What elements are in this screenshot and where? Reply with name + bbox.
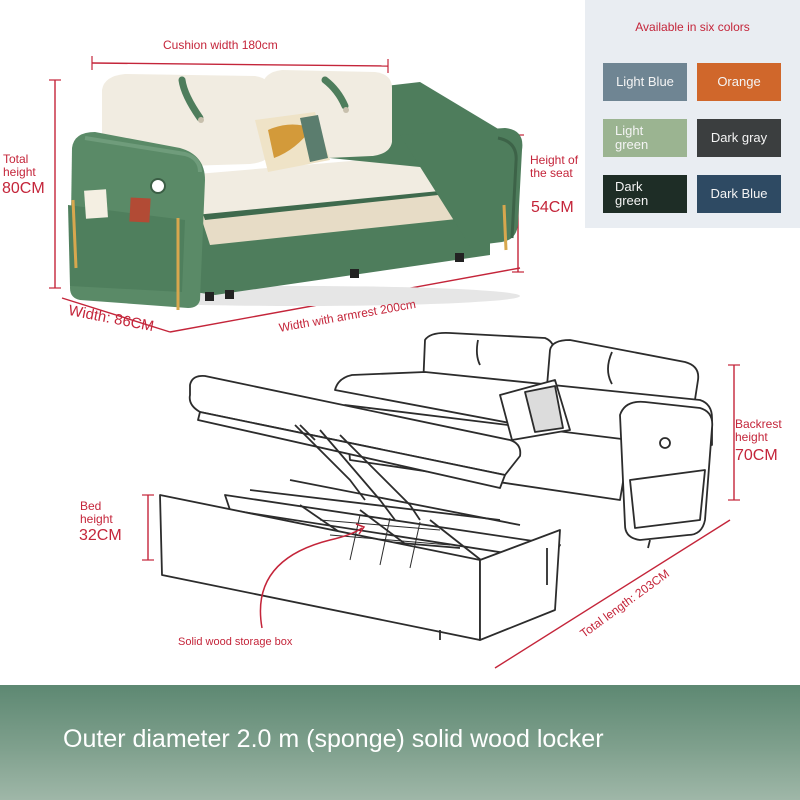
swatch-label: Dark Blue (710, 186, 768, 202)
sofa-photo (68, 70, 523, 310)
total-height-value: 80CM (2, 180, 45, 197)
color-swatch-orange[interactable]: Orange (697, 63, 781, 101)
bottom-banner: Outer diameter 2.0 m (sponge) solid wood… (0, 685, 800, 800)
color-swatch-light-blue[interactable]: Light Blue (603, 63, 687, 101)
swatch-label: Dark gray (710, 130, 768, 146)
seat-height-value: 54CM (531, 199, 574, 216)
cushion-width-label: Cushion width 180cm (163, 38, 278, 52)
sofa-bed-line-drawing (159, 331, 714, 641)
backrest-height-label: Backrest height (735, 417, 782, 444)
seat-height-label: Height of the seat (530, 153, 579, 180)
cushion-width-line (91, 62, 389, 67)
color-options-panel: Available in six colors Light Blue Orang… (585, 0, 800, 228)
sofa-illustrations (49, 56, 740, 669)
color-swatch-dark-gray[interactable]: Dark gray (697, 119, 781, 157)
color-options-title: Available in six colors (635, 20, 750, 34)
banner-text: Outer diameter 2.0 m (sponge) solid wood… (63, 725, 604, 753)
depth-line (61, 297, 171, 333)
storage-box-label: Solid wood storage box (178, 636, 293, 648)
swatch-label: Light Blue (616, 74, 674, 90)
backrest-height-value: 70CM (735, 447, 778, 464)
color-swatch-light-green[interactable]: Light green (603, 119, 687, 157)
swatch-label: Light green (615, 123, 649, 152)
total-length-line (494, 519, 731, 669)
swatch-label: Dark green (615, 179, 649, 208)
color-swatch-dark-green[interactable]: Dark green (603, 175, 687, 213)
color-swatch-dark-blue[interactable]: Dark Blue (697, 175, 781, 213)
storage-box-arrow (259, 527, 363, 629)
total-height-label: Total height (3, 152, 36, 179)
swatch-label: Orange (717, 74, 761, 90)
bed-height-value: 32CM (79, 527, 122, 544)
bed-height-label: Bed height (80, 499, 113, 526)
